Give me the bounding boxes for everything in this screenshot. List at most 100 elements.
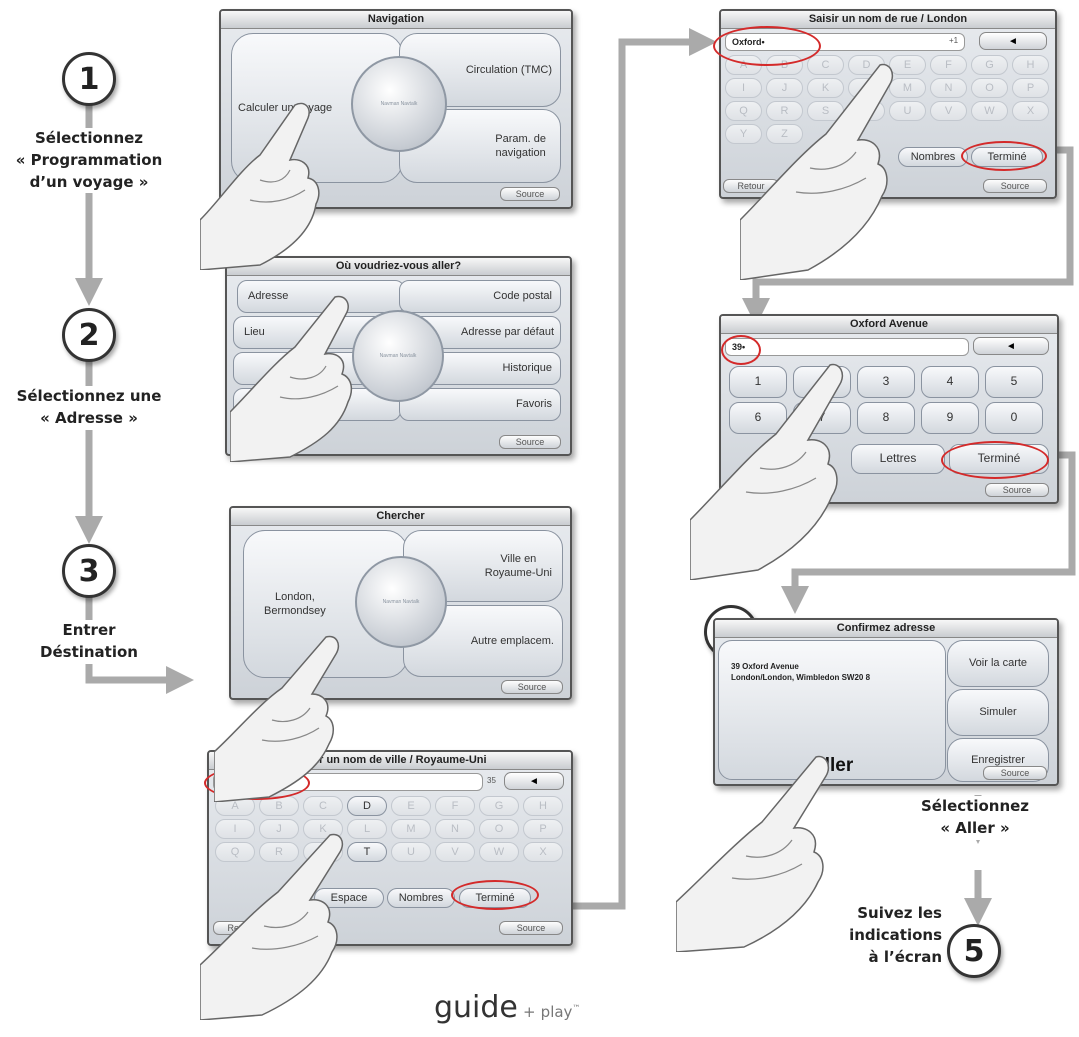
connector-street-number [742,146,1074,326]
key-l[interactable]: L [347,819,387,839]
key-9[interactable]: 9 [921,402,979,434]
screen-title: Où voudriez-vous aller? [227,258,570,276]
key-r[interactable]: R [259,842,299,862]
highlight-city-done [451,880,539,910]
key-k[interactable]: K [807,78,844,98]
key-p[interactable]: P [523,819,563,839]
hand-pointer-icon [214,635,340,802]
screen-title: Saisir un nom de rue / London [721,11,1055,29]
center-orb: Navman Navtalk [352,310,444,402]
key-o[interactable]: O [971,78,1008,98]
key-u[interactable]: U [889,101,926,121]
logo-secondary: play [540,1003,573,1021]
source-button[interactable]: Source [501,680,563,694]
key-g[interactable]: G [971,55,1008,75]
key-g[interactable]: G [479,796,519,816]
key-e[interactable]: E [889,55,926,75]
key-8[interactable]: 8 [857,402,915,434]
back-button[interactable]: Retour [723,179,779,193]
address-button[interactable]: Adresse [237,280,405,313]
highlight-number-done [941,441,1049,479]
postcode-button[interactable]: Code postal [399,280,561,313]
numbers-key[interactable]: Nombres [387,888,455,908]
screen-title: Oxford Avenue [721,316,1057,334]
backspace-button[interactable]: ◄ [504,772,564,790]
step-3-label: Entrer Déstination [0,620,178,664]
key-v[interactable]: V [435,842,475,862]
logo-main: guide [434,990,518,1025]
key-x[interactable]: X [523,842,563,862]
numbers-key[interactable]: Nombres [898,147,968,167]
space-key[interactable]: Espace [314,888,384,908]
source-button[interactable]: Source [985,483,1049,497]
favorites-button[interactable]: Favoris [399,388,561,421]
screen-confirm-address: Confirmez adresse 39 Oxford Avenue Londo… [713,618,1059,786]
step-5-label: Suivez les indications à l’écran [820,903,942,969]
key-v[interactable]: V [930,101,967,121]
connector-number-confirm [781,451,1076,614]
key-e[interactable]: E [391,796,431,816]
key-5[interactable]: 5 [985,366,1043,398]
step-3-badge: 3 [62,544,116,598]
key-h[interactable]: H [523,796,563,816]
key-h[interactable]: H [1012,55,1049,75]
key-r[interactable]: R [766,101,803,121]
key-w[interactable]: W [479,842,519,862]
key-m[interactable]: M [391,819,431,839]
key-x[interactable]: X [1012,101,1049,121]
key-n[interactable]: N [435,819,475,839]
key-t[interactable]: T [347,842,387,862]
step-4-label: Sélectionnez « Aller » [890,796,1060,840]
key-p[interactable]: P [1012,78,1049,98]
source-button[interactable]: Source [983,179,1047,193]
key-n[interactable]: N [930,78,967,98]
key-i[interactable]: I [215,819,255,839]
key-o[interactable]: O [479,819,519,839]
key-f[interactable]: F [435,796,475,816]
backspace-button[interactable]: ◄ [979,32,1047,50]
logo-trademark: ™ [572,1003,581,1013]
hand-pointer-icon [740,63,894,280]
key-j[interactable]: J [766,78,803,98]
source-button[interactable]: Source [983,766,1047,780]
key-c[interactable]: C [807,55,844,75]
key-0[interactable]: 0 [985,402,1043,434]
screen-title: Chercher [231,508,570,526]
key-m[interactable]: M [889,78,926,98]
source-button[interactable]: Source [499,435,561,449]
key-i[interactable]: I [725,78,762,98]
center-orb: Navman Navtalk [351,56,447,152]
backspace-button[interactable]: ◄ [973,337,1049,355]
logo-plus: + [523,1003,536,1021]
hand-pointer-icon [690,363,844,580]
key-1[interactable]: 1 [729,366,787,398]
key-6[interactable]: 6 [729,402,787,434]
screen-title: Confirmez adresse [715,620,1057,638]
source-button[interactable]: Source [499,921,563,935]
letters-key[interactable]: Lettres [851,444,945,474]
number-input[interactable]: 39• [725,338,969,356]
screen-city-keyboard: Saisir un nom de ville / Royaume-Uni Lon… [207,750,573,946]
key-q[interactable]: Q [215,842,255,862]
address-line-2: London/London, Wimbledon SW20 8 [731,673,871,682]
key-f[interactable]: F [930,55,967,75]
key-d[interactable]: D [347,796,387,816]
hand-pointer-icon [676,755,830,952]
source-button[interactable]: Source [500,187,560,201]
step-5-badge: 5 [947,924,1001,978]
key-4[interactable]: 4 [921,366,979,398]
go-button[interactable] [718,640,946,780]
connector-city-street [572,28,717,910]
key-3[interactable]: 3 [857,366,915,398]
key-q[interactable]: Q [725,101,762,121]
view-map-button[interactable]: Voir la carte [947,640,1049,687]
navigation-settings-button[interactable]: Param. de navigation [399,109,561,183]
key-z[interactable]: Z [766,124,803,144]
highlight-street-done [961,141,1047,171]
key-c[interactable]: C [303,796,343,816]
key-u[interactable]: U [391,842,431,862]
simulate-button[interactable]: Simuler [947,689,1049,736]
key-y[interactable]: Y [725,124,762,144]
key-w[interactable]: W [971,101,1008,121]
key-j[interactable]: J [259,819,299,839]
